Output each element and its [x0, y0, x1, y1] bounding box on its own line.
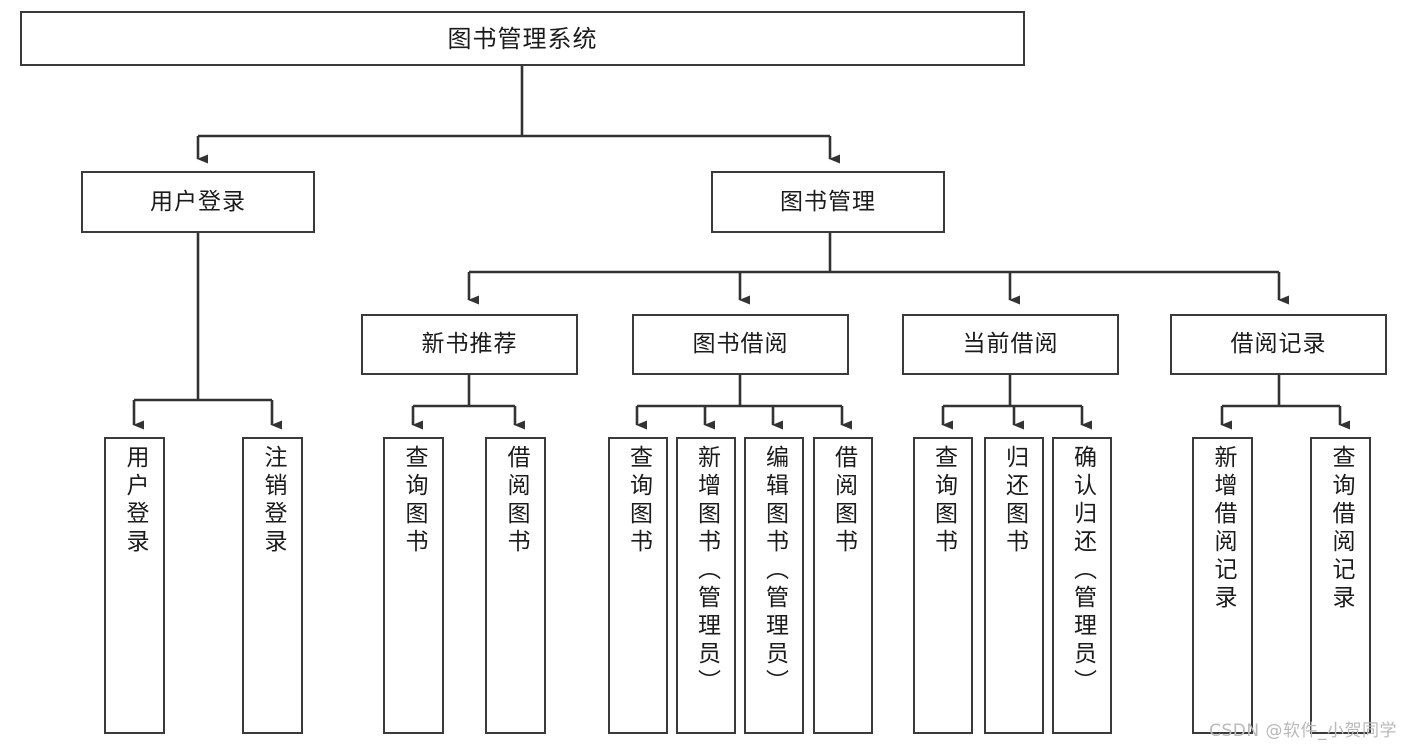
node-label: 借阅记录 — [1230, 331, 1327, 358]
leaf-borrow-borrow-book[interactable]: 借阅图书 — [813, 437, 873, 734]
node-label: 查询图书 — [625, 445, 652, 557]
leaf-recommend-borrow-book[interactable]: 借阅图书 — [485, 437, 546, 734]
node-label: 图书管理 — [780, 188, 876, 215]
leaf-record-query-record[interactable]: 查询借阅记录 — [1310, 437, 1371, 734]
node-label: 确认归还（管理员） — [1069, 445, 1096, 697]
leaf-user-login-login[interactable]: 用户登录 — [104, 437, 165, 734]
node-label: 用户登录 — [122, 445, 148, 557]
node-new-book-recommend[interactable]: 新书推荐 — [361, 314, 578, 375]
node-label: 新增图书（管理员） — [693, 445, 720, 697]
node-label: 注销登录 — [260, 445, 286, 557]
leaf-borrow-edit-book-admin[interactable]: 编辑图书（管理员） — [744, 437, 804, 734]
node-user-login[interactable]: 用户登录 — [81, 171, 315, 233]
node-label: 查询借阅记录 — [1328, 445, 1354, 613]
node-label: 图书借阅 — [692, 331, 789, 358]
node-root-system[interactable]: 图书管理系统 — [20, 11, 1025, 66]
node-label: 图书管理系统 — [447, 24, 598, 53]
node-book-borrow[interactable]: 图书借阅 — [632, 314, 849, 375]
node-current-borrow[interactable]: 当前借阅 — [902, 314, 1119, 375]
node-borrow-record[interactable]: 借阅记录 — [1170, 314, 1387, 375]
leaf-borrow-add-book-admin[interactable]: 新增图书（管理员） — [676, 437, 736, 734]
node-label: 归还图书 — [1001, 445, 1028, 557]
node-book-management[interactable]: 图书管理 — [711, 171, 945, 233]
node-label: 借阅图书 — [830, 445, 857, 557]
node-label: 新书推荐 — [421, 331, 518, 358]
leaf-user-login-logout[interactable]: 注销登录 — [242, 437, 303, 734]
node-label: 编辑图书（管理员） — [761, 445, 788, 697]
leaf-current-return-book[interactable]: 归还图书 — [984, 437, 1044, 734]
node-label: 查询图书 — [401, 445, 427, 557]
node-label: 查询图书 — [930, 445, 957, 557]
leaf-record-add-record[interactable]: 新增借阅记录 — [1192, 437, 1253, 734]
node-label: 借阅图书 — [503, 445, 529, 557]
watermark-text: CSDN @软件_小贺同学 — [1209, 721, 1397, 741]
node-label: 当前借阅 — [962, 331, 1059, 358]
node-label: 新增借阅记录 — [1210, 445, 1236, 613]
leaf-borrow-query-book[interactable]: 查询图书 — [608, 437, 668, 734]
leaf-current-confirm-return-admin[interactable]: 确认归还（管理员） — [1052, 437, 1112, 734]
node-label: 用户登录 — [150, 188, 246, 215]
leaf-current-query-book[interactable]: 查询图书 — [913, 437, 973, 734]
leaf-recommend-query-book[interactable]: 查询图书 — [383, 437, 444, 734]
